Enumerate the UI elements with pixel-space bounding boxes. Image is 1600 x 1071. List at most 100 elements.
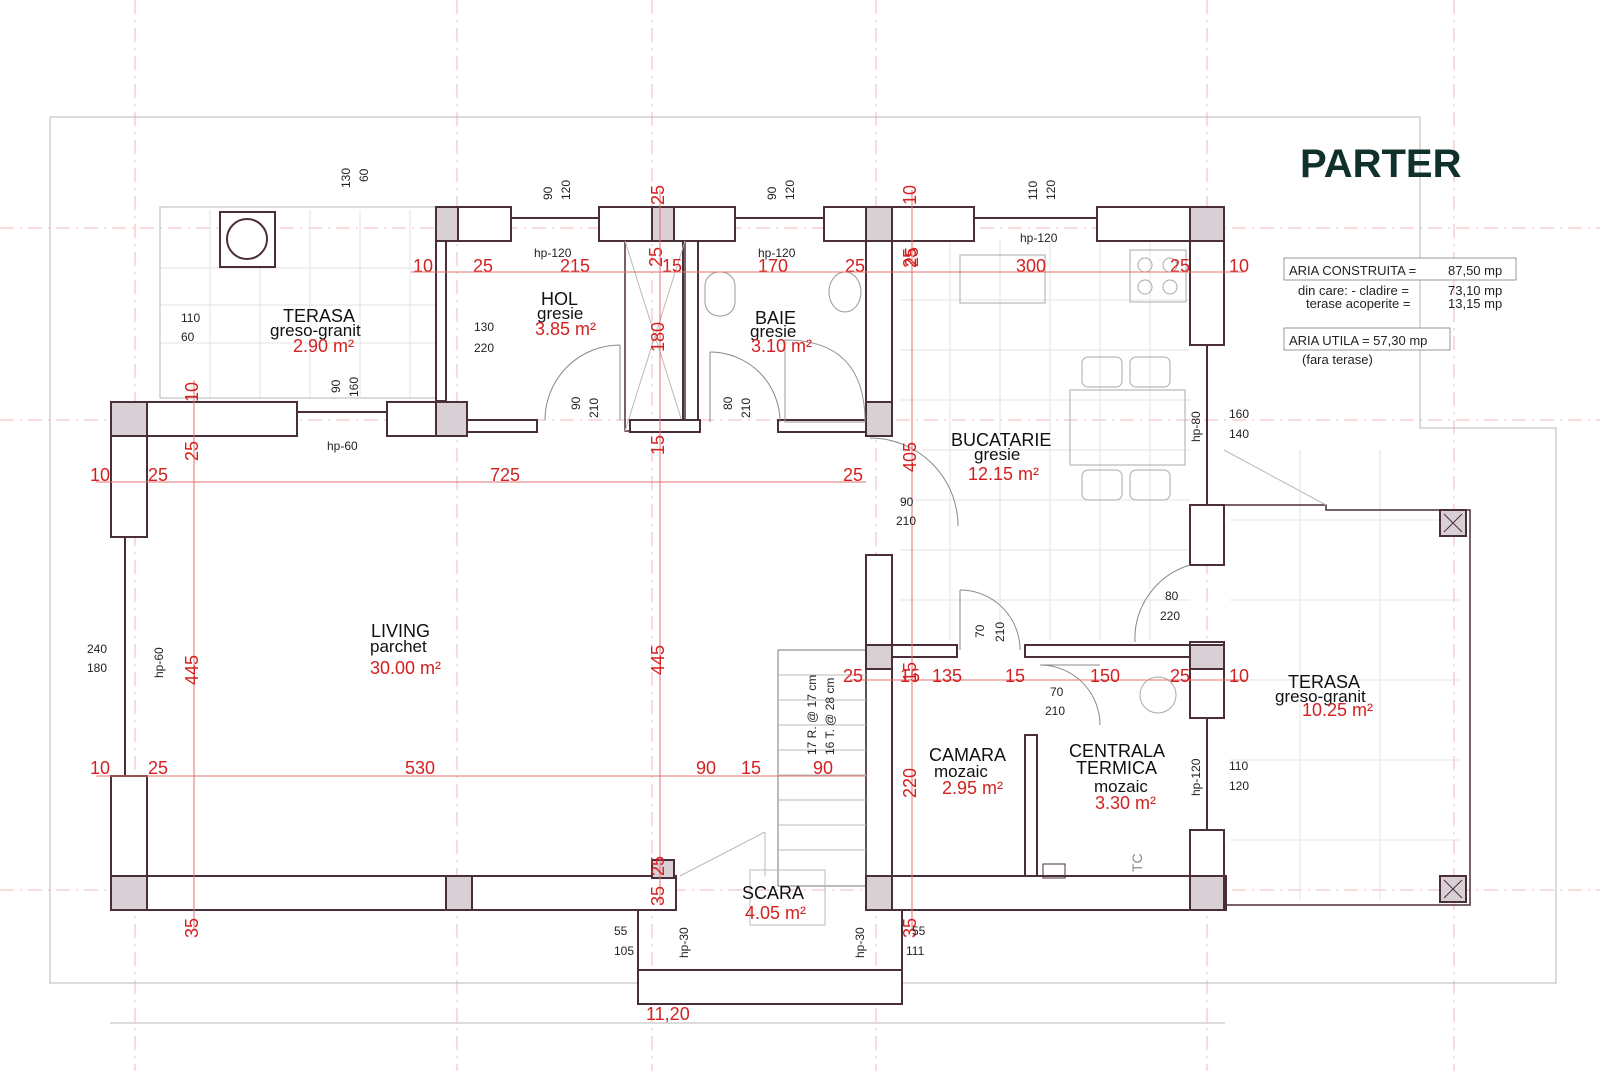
tile-pattern: [160, 210, 1460, 900]
opening-dim: 220: [474, 341, 494, 355]
dimension-vertical-kitchen: 10 25 405 15 220 35: [900, 185, 920, 938]
room-name: TERASA: [1288, 672, 1360, 692]
room-area: 3.85 m²: [535, 319, 596, 339]
dim-label: 90: [696, 758, 716, 778]
dimension-row-3: 25 15 135 15 150 25 10: [843, 666, 1249, 686]
dim-label: 25: [648, 185, 668, 205]
opening-dim: 90: [329, 379, 343, 393]
window-label: hp-120: [758, 246, 796, 260]
room-area: 12.15 m²: [968, 464, 1039, 484]
opening-dim: 220: [1160, 609, 1180, 623]
opening-dim: 105: [614, 944, 634, 958]
opening-dim: 120: [559, 180, 573, 200]
opening-dim: 130: [474, 320, 494, 334]
opening-dim: 60: [357, 168, 371, 182]
opening-dim: 160: [1229, 407, 1249, 421]
room-name: BAIE: [755, 308, 796, 328]
columns: [110, 206, 1467, 911]
opening-dim: 240: [87, 642, 107, 656]
dim-label: 220: [900, 768, 920, 798]
room-name: BUCATARIE: [951, 430, 1051, 450]
aria-construita-value: 87,50 mp: [1448, 263, 1502, 278]
room-living: LIVING parchet 30.00 m²: [370, 621, 441, 678]
dim-label: 15: [662, 256, 682, 276]
dim-label: 10: [413, 256, 433, 276]
room-finish: gresie: [974, 445, 1020, 464]
dim-label: 215: [560, 256, 590, 276]
room-terasa-nw: TERASA greso-granit 2.90 m²: [270, 306, 361, 356]
room-name: SCARA: [742, 883, 804, 903]
opening-dim: 90: [569, 396, 583, 410]
opening-dim: 60: [181, 330, 195, 344]
room-name-line2: TERMICA: [1076, 758, 1157, 778]
room-finish: gresie: [750, 322, 796, 341]
opening-dimensions: 90 120 90 120 110 120 130 60 110 60 130 …: [87, 168, 1249, 958]
aria-construita-label: ARIA CONSTRUITA =: [1289, 263, 1416, 278]
room-finish: mozaic: [1094, 777, 1148, 796]
dim-label: 25: [900, 248, 920, 268]
dim-label: 300: [1016, 256, 1046, 276]
room-area: 2.95 m²: [942, 778, 1003, 798]
stair-treads: 16 T. @ 28 cm: [823, 678, 837, 755]
fara-terase: (fara terase): [1302, 352, 1373, 367]
opening-dim: 180: [87, 661, 107, 675]
opening-dim: 120: [1229, 779, 1249, 793]
overall-length: 11,20: [646, 1004, 690, 1024]
dim-label: 10: [1229, 256, 1249, 276]
dim-label: 35: [900, 918, 920, 938]
dim-label: 25: [843, 666, 863, 686]
dimension-row-top: 10 25 215 25 15 170 25 25 300 25 10: [411, 247, 1249, 276]
window-label: hp-30: [853, 927, 867, 958]
site-frame: [49, 116, 1557, 1024]
room-finish: mozaic: [934, 762, 988, 781]
dim-label: 10: [182, 382, 202, 402]
room-finish: gresie: [537, 304, 583, 323]
room-name: LIVING: [371, 621, 430, 641]
room-hol: HOL gresie 3.85 m²: [535, 289, 596, 339]
dim-label: 25: [1170, 666, 1190, 686]
room-name: CAMARA: [929, 745, 1006, 765]
dim-label: 25: [843, 465, 863, 485]
cladire-value: 73,10 mp: [1448, 283, 1502, 298]
room-baie: BAIE gresie 3.10 m²: [750, 308, 812, 356]
dim-label: 25: [1170, 256, 1190, 276]
dim-label: 25: [648, 856, 668, 876]
room-name: TERASA: [283, 306, 355, 326]
dim-label: 35: [182, 918, 202, 938]
opening-dim: 210: [587, 398, 601, 418]
opening-dim: 130: [339, 168, 353, 188]
stair-risers: 17 R. @ 17 cm: [805, 675, 819, 755]
din-care-label: din care: - cladire =: [1298, 283, 1409, 298]
opening-dim: 111: [906, 944, 925, 958]
dim-label: 25: [646, 247, 666, 267]
dim-label: 725: [490, 465, 520, 485]
dimension-row-4: 10 25 530 90 15 90: [90, 758, 866, 778]
terase-label: terase acoperite =: [1306, 296, 1410, 311]
window-label: hp-120: [1189, 758, 1203, 796]
plan-title: PARTER: [1300, 142, 1462, 186]
dim-label: 10: [90, 465, 110, 485]
opening-dim: 110: [1229, 759, 1248, 773]
boiler-label: TC: [1129, 853, 1145, 872]
dim-label: 15: [900, 666, 920, 686]
dim-label: 25: [148, 758, 168, 778]
window-label: hp-80: [1189, 411, 1203, 442]
room-finish: greso-granit: [1275, 687, 1366, 706]
room-area: 10.25 m²: [1302, 700, 1373, 720]
room-centrala-termica: CENTRALA TERMICA mozaic 3.30 m²: [1069, 741, 1165, 813]
opening-dim: 210: [1045, 704, 1065, 718]
opening-dim: 210: [739, 398, 753, 418]
window-label: hp-60: [152, 647, 166, 678]
opening-dim: 80: [1165, 589, 1179, 603]
room-area: 30.00 m²: [370, 658, 441, 678]
dim-label: 15: [648, 435, 668, 455]
dim-label: 25: [845, 256, 865, 276]
area-summary: ARIA CONSTRUITA = 87,50 mp din care: - c…: [1283, 257, 1517, 367]
opening-dim: 55: [614, 924, 628, 938]
room-name: HOL: [541, 289, 578, 309]
room-terasa-e: TERASA greso-granit 10.25 m²: [1275, 672, 1373, 720]
opening-dim: 120: [783, 180, 797, 200]
window-label: hp-60: [327, 439, 358, 453]
dimension-vertical-west: 10 25 445 35: [182, 380, 202, 938]
